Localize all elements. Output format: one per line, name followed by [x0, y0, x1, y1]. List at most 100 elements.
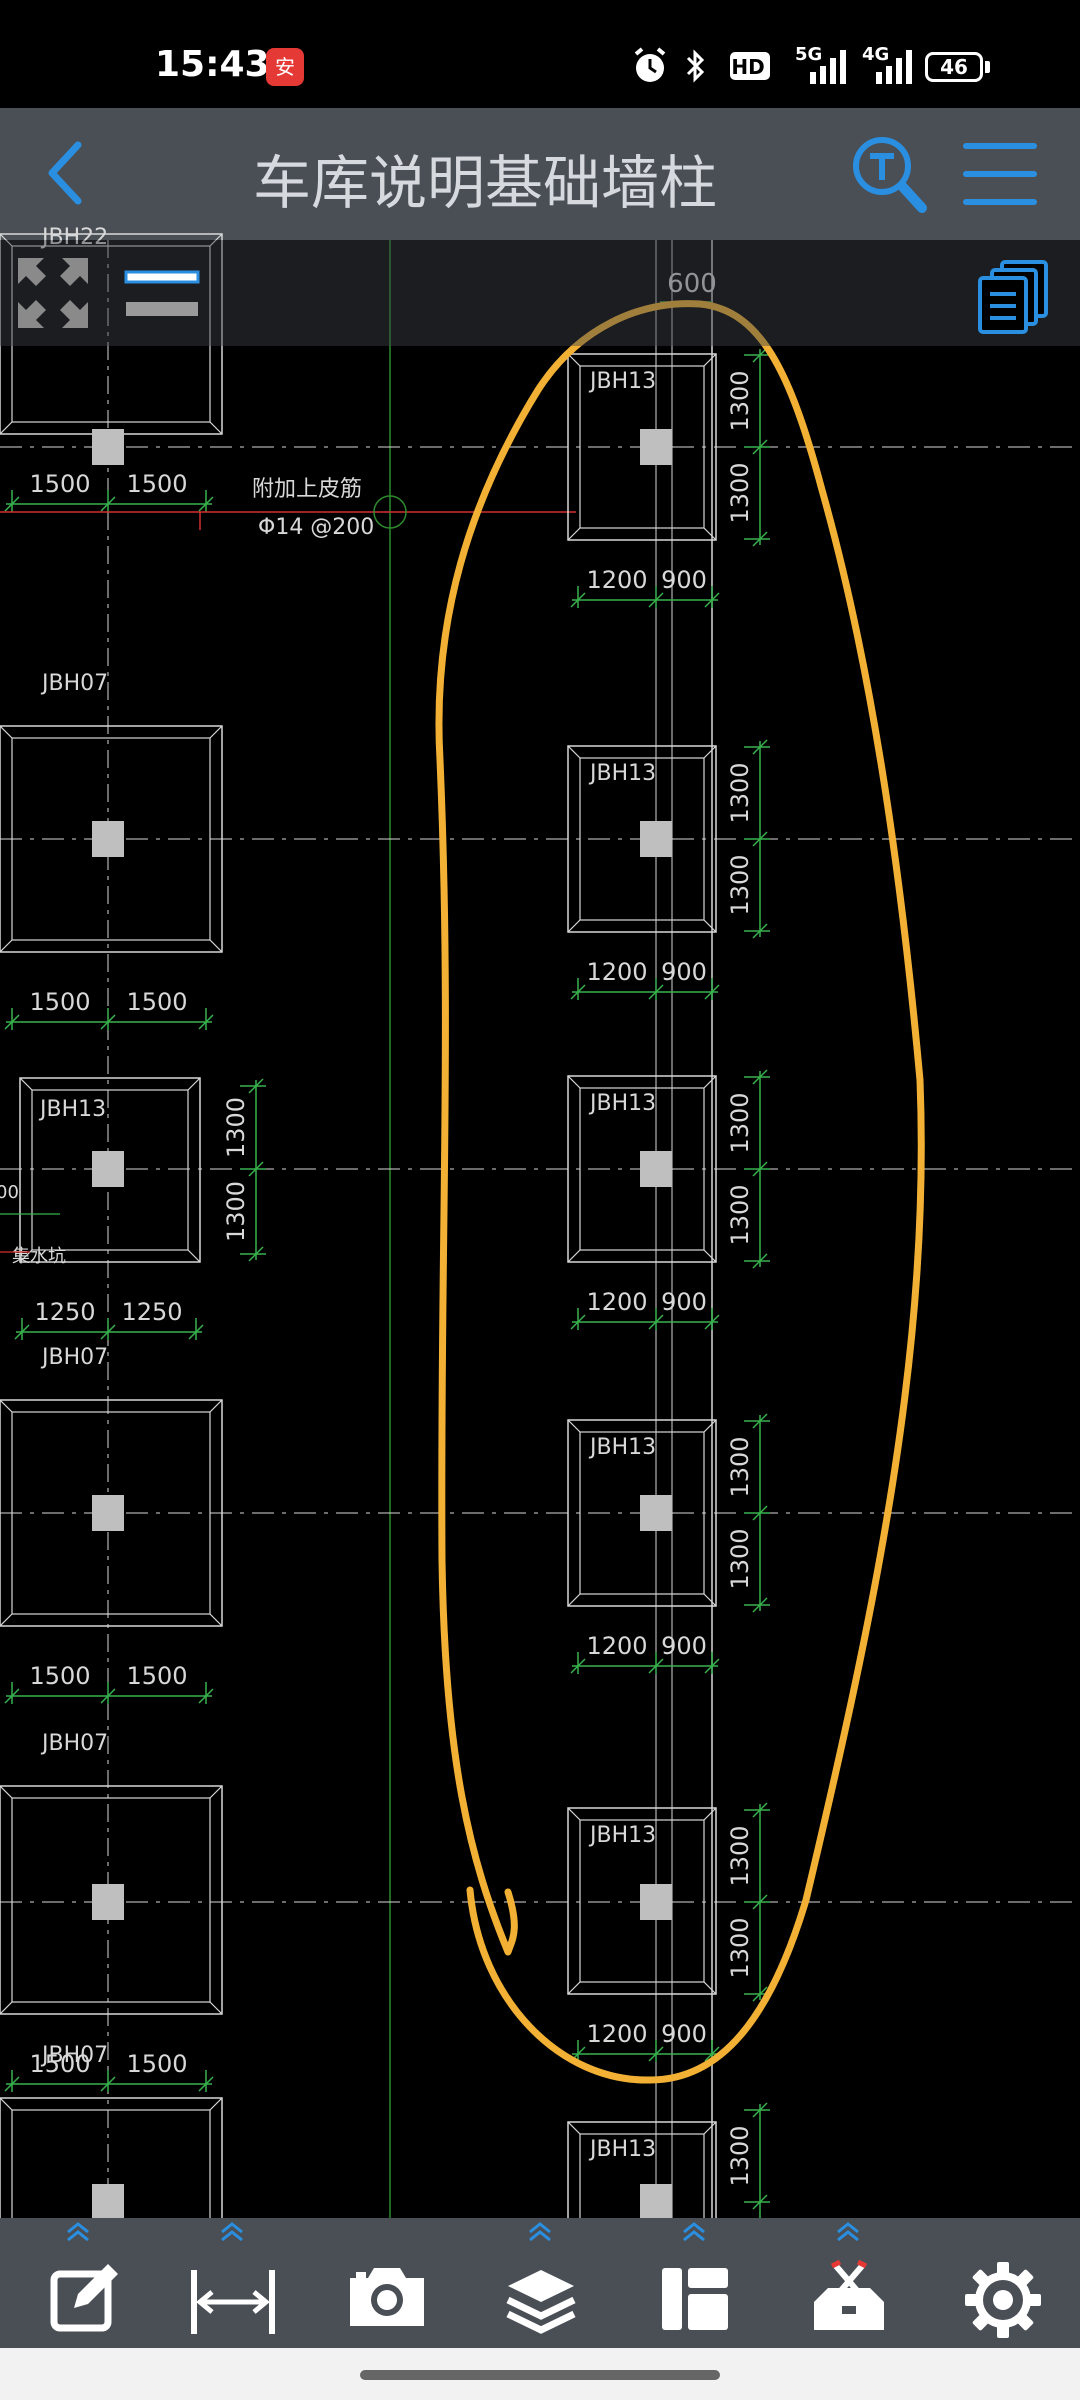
dimension-tick — [752, 531, 768, 547]
dimension-label: 1500 — [29, 988, 90, 1016]
dimension-label: 1300 — [222, 1181, 250, 1242]
documents-icon — [978, 260, 1048, 334]
footing-left-edge — [209, 2097, 223, 2111]
footing-left-edge — [0, 1399, 13, 1413]
footing-left-edge — [0, 1785, 13, 1799]
footing-left-edge — [209, 1399, 223, 1413]
dimension-tick — [100, 2076, 116, 2092]
bluetooth-icon — [686, 49, 705, 83]
edit-icon — [50, 2222, 118, 2332]
dimension-label: 1500 — [29, 470, 90, 498]
dimension-label: 1300 — [222, 1097, 250, 1158]
dimension-tick — [648, 984, 664, 1000]
fullscreen-button[interactable] — [16, 256, 90, 330]
notification-app-icon: 安 — [266, 48, 304, 86]
dimension-tick — [752, 2194, 768, 2210]
column — [92, 2184, 124, 2220]
footing-right-edge — [703, 353, 717, 367]
column — [640, 429, 672, 465]
footing-right-edge — [567, 1593, 581, 1607]
footing-left — [0, 725, 223, 953]
column — [640, 2184, 672, 2220]
expand-arrows-icon — [18, 258, 88, 328]
dimension-label: 1300 — [726, 2125, 754, 2186]
dimension-tick — [752, 831, 768, 847]
footing-left-edge — [209, 725, 223, 739]
footing-right-edge — [567, 2121, 581, 2135]
text-search-icon — [853, 137, 927, 213]
dimension-label: 900 — [661, 1632, 707, 1660]
dimension-tick — [752, 1894, 768, 1910]
column — [92, 1495, 124, 1531]
footing-right-edge — [567, 527, 581, 541]
dimension-label: 1300 — [726, 1528, 754, 1589]
documents-button[interactable] — [976, 258, 1052, 336]
dimension-label: 1250 — [121, 1298, 182, 1326]
dimension-tick — [248, 1246, 264, 1262]
canvas-toolbar — [0, 240, 1080, 346]
dimension-tick — [752, 1253, 768, 1269]
footing-right-edge — [703, 745, 717, 759]
dimension-label: 1300 — [726, 1436, 754, 1497]
camera-icon — [350, 2268, 424, 2326]
footing-left-inner — [11, 737, 211, 941]
dimension-tick — [704, 1314, 720, 1330]
dimension-label: 1300 — [726, 462, 754, 523]
drawing-label: 集水坑 — [12, 1246, 66, 1267]
footing-right-edge — [703, 919, 717, 933]
text-search-button[interactable] — [848, 132, 928, 216]
dimension-label: 900 — [661, 566, 707, 594]
footing-left-inner — [11, 1411, 211, 1615]
dimension-tick — [198, 1014, 214, 1030]
footing-left-edge — [0, 233, 13, 247]
page-title: 车库说明基础墙柱 — [252, 149, 717, 217]
dimension-tick — [752, 347, 768, 363]
footing-left-inner — [11, 245, 211, 423]
alarm-icon — [634, 47, 666, 82]
back-button[interactable] — [30, 133, 110, 213]
footing-right-inner — [579, 1819, 705, 1983]
dimension-label: 1200 — [586, 958, 647, 986]
toolbox-icon — [814, 2222, 884, 2330]
dimension-label: 1500 — [29, 1662, 90, 1690]
layout-tool-button[interactable] — [620, 2218, 770, 2348]
menu-button[interactable] — [960, 138, 1040, 210]
dimension-tick — [752, 1069, 768, 1085]
camera-tool-button[interactable] — [312, 2218, 462, 2348]
footing-left-edge — [0, 939, 13, 953]
footing-right-inner — [579, 757, 705, 921]
dimension-tick — [198, 2076, 214, 2092]
dimension-tick — [100, 1688, 116, 1704]
layers-tool-button[interactable] — [466, 2218, 616, 2348]
column — [92, 821, 124, 857]
dimension-label: 1200 — [586, 566, 647, 594]
drawing-label: 00 — [0, 1182, 19, 1203]
tools-button[interactable] — [774, 2218, 924, 2348]
dimension-tick — [4, 496, 20, 512]
footing-right-edge — [567, 1419, 581, 1433]
footing-right-edge — [567, 1075, 581, 1089]
settings-button[interactable] — [928, 2218, 1078, 2348]
line-style-button[interactable] — [122, 260, 202, 330]
dimension-label: 1300 — [726, 1092, 754, 1153]
footing-label: JBH07 — [40, 671, 108, 696]
home-indicator[interactable] — [360, 2370, 720, 2380]
line-style-icon — [124, 270, 200, 316]
hamburger-icon — [963, 143, 1037, 205]
dimension-tick — [752, 1802, 768, 1818]
footing-label: JBH13 — [588, 2137, 656, 2162]
footing-label: JBH07 — [40, 2043, 108, 2068]
footing-left-edge — [19, 1077, 33, 1091]
measure-tool-button[interactable] — [158, 2218, 308, 2348]
footing-label: JBH13 — [588, 1435, 656, 1460]
edit-tool-button[interactable] — [4, 2218, 154, 2348]
dimension-tick — [570, 592, 586, 608]
footing-right-edge — [567, 919, 581, 933]
dimension-tick — [704, 1658, 720, 1674]
footing-right — [567, 1807, 717, 1995]
footing-right-edge — [703, 1075, 717, 1089]
dimension-tick — [648, 2046, 664, 2062]
footing-right-edge — [703, 1807, 717, 1821]
